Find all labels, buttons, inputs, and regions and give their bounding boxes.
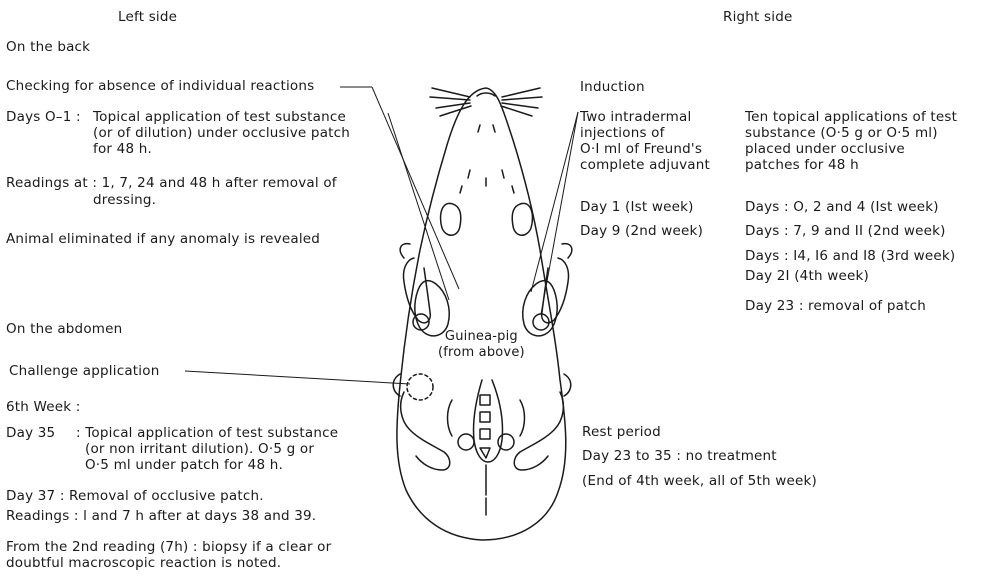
guinea-pig-label: Guinea-pig (from above)	[438, 329, 525, 361]
